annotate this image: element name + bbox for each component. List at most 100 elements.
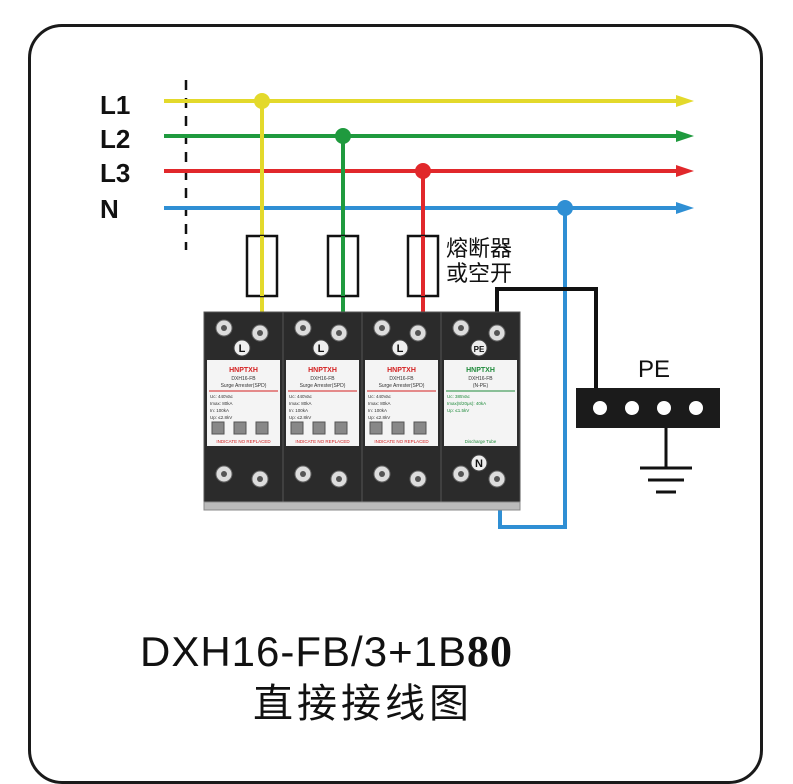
screw-slot bbox=[257, 330, 263, 336]
module-footer: INDICATE NO REPLACED bbox=[216, 439, 271, 444]
screw-slot bbox=[494, 330, 500, 336]
screw-slot bbox=[257, 476, 263, 482]
terminal-label: N bbox=[475, 458, 483, 470]
terminal-badge bbox=[391, 339, 409, 357]
module-spec-row: In: 100kA bbox=[210, 408, 229, 413]
indicator-window bbox=[312, 421, 326, 435]
screw-slot bbox=[300, 471, 306, 477]
indicator-window bbox=[233, 421, 247, 435]
module-model: DXH16-FB bbox=[231, 376, 256, 382]
module-desc: (N-PE) bbox=[473, 383, 489, 389]
screw-slot bbox=[221, 471, 227, 477]
spd-module-4: PE HNPTXH DXH16-FB(N-PE)Uc: 385VacImax(8/2… bbox=[440, 311, 521, 503]
module-label-panel bbox=[444, 360, 517, 446]
indicator-window bbox=[369, 421, 383, 435]
module-spec-row: Up: ≤2.8kV bbox=[368, 415, 390, 420]
din-rail bbox=[203, 501, 521, 511]
module-spec-row: In: 100kA bbox=[289, 408, 308, 413]
terminal-label: L bbox=[318, 343, 325, 355]
bus-line-l1 bbox=[164, 93, 694, 109]
screw-slot bbox=[494, 476, 500, 482]
bus-line-l2 bbox=[164, 128, 694, 144]
module-desc: Surge Arrester(SPD) bbox=[379, 383, 425, 389]
module-brand: HNPTXH bbox=[229, 367, 258, 374]
module-footer: INDICATE NO REPLACED bbox=[295, 439, 350, 444]
indicator-window bbox=[255, 421, 269, 435]
terminal-label: L bbox=[239, 343, 246, 355]
screw-slot bbox=[221, 325, 227, 331]
pe-terminal-hole bbox=[657, 401, 671, 415]
diagram-subtitle: 直接接线图 bbox=[253, 682, 473, 726]
module-desc: Surge Arrester(SPD) bbox=[221, 383, 267, 389]
module-spec-row: Uc: 385Vac bbox=[447, 394, 471, 399]
pe-terminal-hole bbox=[689, 401, 703, 415]
module-footer: INDICATE NO REPLACED bbox=[374, 439, 429, 444]
indicator-window bbox=[391, 421, 405, 435]
phase-drop-1 bbox=[245, 101, 279, 316]
terminal-badge bbox=[470, 339, 488, 357]
terminal-badge bbox=[312, 339, 330, 357]
module-spec-row: Imax: 80kA bbox=[368, 401, 391, 406]
screw-slot bbox=[415, 476, 421, 482]
phase-drop-3 bbox=[406, 171, 440, 316]
module-model: DXH16-FB bbox=[468, 376, 493, 382]
module-spec-row: Uc: 440Vac bbox=[368, 394, 392, 399]
screw-slot bbox=[379, 471, 385, 477]
fuse-label-line1: 熔断器 bbox=[446, 236, 513, 261]
model-title: DXH16-FB/3+1B80 bbox=[140, 630, 513, 674]
line-label-l1: L1 bbox=[100, 90, 131, 120]
screw-slot bbox=[415, 330, 421, 336]
bus-line-n bbox=[164, 200, 694, 216]
screw-slot bbox=[458, 325, 464, 331]
terminal-label: PE bbox=[474, 345, 485, 354]
module-spec-row: Uc: 440Vac bbox=[289, 394, 313, 399]
module-footer: Discharge Tube bbox=[465, 439, 497, 444]
indicator-window bbox=[334, 421, 348, 435]
arrow-head bbox=[676, 130, 694, 142]
module-brand: HNPTXH bbox=[308, 367, 337, 374]
module-brand: HNPTXH bbox=[466, 367, 495, 374]
module-brand: HNPTXH bbox=[387, 367, 416, 374]
module-spec-row: Uc: 440Vac bbox=[210, 394, 234, 399]
module-spec-row: Imax: 80kA bbox=[289, 401, 312, 406]
arrow-head bbox=[676, 95, 694, 107]
screw-slot bbox=[336, 476, 342, 482]
model-title-number: 80 bbox=[466, 627, 513, 676]
indicator-window bbox=[211, 421, 225, 435]
neutral-wire bbox=[498, 208, 567, 529]
phase-drop-2 bbox=[326, 136, 360, 316]
pe-bar-label: PE bbox=[638, 356, 671, 383]
fuse-label-line2: 或空开 bbox=[446, 261, 513, 286]
module-spec-row: Imax(8/20μs): 40kA bbox=[447, 401, 486, 406]
module-desc: Surge Arrester(SPD) bbox=[300, 383, 346, 389]
terminal-badge bbox=[233, 339, 251, 357]
module-model: DXH16-FB bbox=[389, 376, 414, 382]
module-spec-row: Up: ≤1.5kV bbox=[447, 408, 469, 413]
screw-slot bbox=[379, 325, 385, 331]
screw-slot bbox=[458, 471, 464, 477]
screw-slot bbox=[300, 325, 306, 331]
bus-line-l3 bbox=[164, 163, 694, 179]
module-spec-row: Imax: 80kA bbox=[210, 401, 233, 406]
terminal-label: L bbox=[397, 343, 404, 355]
pe-terminal-hole bbox=[625, 401, 639, 415]
pe-terminal-hole bbox=[593, 401, 607, 415]
line-label-l3: L3 bbox=[100, 158, 131, 188]
module-spec-row: Up: ≤2.8kV bbox=[289, 415, 311, 420]
module-model: DXH16-FB bbox=[310, 376, 335, 382]
line-label-l2: L2 bbox=[100, 124, 131, 154]
indicator-window bbox=[290, 421, 304, 435]
line-label-n: N bbox=[100, 194, 119, 224]
arrow-head bbox=[676, 165, 694, 177]
terminal-badge bbox=[470, 454, 488, 472]
pe-wire bbox=[495, 287, 598, 388]
model-title-text: DXH16-FB/3+1B bbox=[140, 628, 467, 675]
module-spec-row: In: 100kA bbox=[368, 408, 387, 413]
indicator-window bbox=[413, 421, 427, 435]
arrow-head bbox=[676, 202, 694, 214]
module-spec-row: Up: ≤2.8kV bbox=[210, 415, 232, 420]
